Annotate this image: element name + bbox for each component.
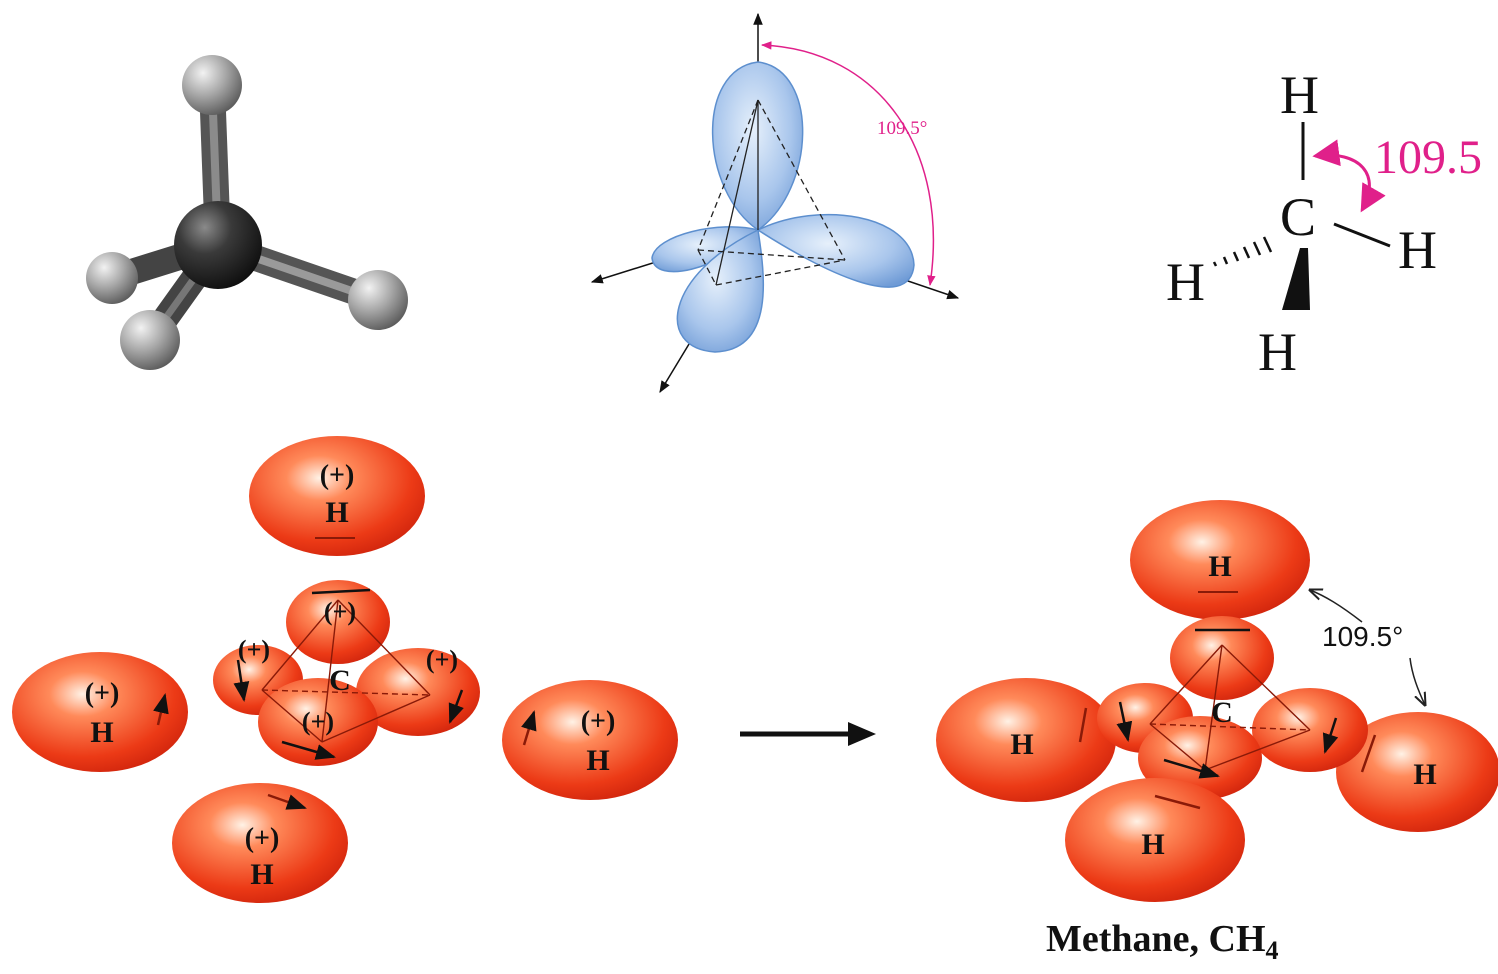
hydrogen-sphere-bottom: (+) H xyxy=(172,783,348,903)
hydrogen-label-right-after: H xyxy=(1413,758,1436,791)
svg-text:H: H xyxy=(90,716,113,749)
hydrogen-label-bottom-after: H xyxy=(1141,828,1164,861)
hydrogen-atom-right xyxy=(348,270,408,330)
spin-arrow xyxy=(1154,794,1201,810)
spin-arrow xyxy=(448,689,464,724)
orbital-overlap-before: (+) H (+) H (+) H (+) H xyxy=(12,436,678,903)
formula-carbon: C xyxy=(1280,187,1316,247)
spin-arrow xyxy=(1078,707,1088,743)
svg-text:(+): (+) xyxy=(245,823,280,854)
hydrogen-sphere-bottom-after xyxy=(1065,778,1245,902)
hydrogen-sphere-right: (+) H xyxy=(502,680,678,800)
hydrogen-atom-front xyxy=(120,310,180,370)
ball-stick-model xyxy=(86,55,408,370)
spin-arrow xyxy=(1360,734,1377,773)
orbital-overlap-after: H H H H C 109.5° xyxy=(936,500,1498,902)
carbon-label-after: C xyxy=(1211,696,1233,729)
spin-arrow xyxy=(281,740,336,760)
formula-hydrogen-bottom: H xyxy=(1258,322,1297,382)
svg-text:(+): (+) xyxy=(581,706,616,737)
hydrogen-sphere-left-after xyxy=(936,678,1116,802)
svg-text:H: H xyxy=(250,858,273,891)
hydrogen-label-left-after: H xyxy=(1010,728,1033,761)
carbon-sp3-lobes: (+) (+) (+) (+) C xyxy=(213,580,480,766)
angle-arrow-lower xyxy=(1409,657,1425,705)
spin-arrow xyxy=(1163,758,1220,779)
formula-angle-label: 109.5 xyxy=(1374,131,1482,184)
formula-hydrogen-top: H xyxy=(1280,65,1319,125)
tetrahedron-frame-after xyxy=(1149,644,1311,771)
hydrogen-atom-top xyxy=(182,55,242,115)
hashed-wedge-bond xyxy=(1212,236,1273,267)
spin-arrow xyxy=(1116,701,1133,742)
spin-arrow xyxy=(1322,717,1339,754)
right-arrow-icon xyxy=(740,722,876,746)
svg-text:H: H xyxy=(325,496,348,529)
caption-name: Methane, CH xyxy=(1046,918,1266,960)
formula-hydrogen-right: H xyxy=(1398,220,1437,280)
svg-text:H: H xyxy=(586,744,609,777)
carbon-lobe-top xyxy=(286,580,390,664)
carbon-atom xyxy=(174,201,262,289)
hydrogen-sphere-left: (+) H xyxy=(12,652,188,772)
angle-label: 109.5° xyxy=(877,118,927,139)
hydrogen-sphere-right-after xyxy=(1336,712,1498,832)
hydrogen-sphere-top: (+) H xyxy=(249,436,425,556)
bond-right-line xyxy=(1333,222,1391,248)
sp3-orbital-diagram: 109.5° xyxy=(590,12,960,394)
structural-formula: H C H H H 109.5 xyxy=(1166,65,1482,382)
formula-hydrogen-left: H xyxy=(1166,252,1205,312)
svg-text:(+): (+) xyxy=(238,635,270,664)
svg-text:(+): (+) xyxy=(85,678,120,709)
orbital-lobe-right xyxy=(756,213,915,288)
spin-arrow xyxy=(311,588,371,595)
angle-arc xyxy=(760,41,936,287)
svg-text:(+): (+) xyxy=(302,707,334,736)
svg-text:(+): (+) xyxy=(320,460,355,491)
angle-arrow-upper xyxy=(1310,590,1363,623)
carbon-label-before: C xyxy=(329,664,351,697)
caption-subscript: 4 xyxy=(1265,936,1279,965)
angle-label-after: 109.5° xyxy=(1322,621,1403,652)
svg-text:(+): (+) xyxy=(426,645,458,674)
solid-wedge-bond xyxy=(1282,248,1310,310)
hydrogen-atom-left xyxy=(86,252,138,304)
formula-angle-arrow xyxy=(1312,139,1386,213)
hydrogen-label-top-after: H xyxy=(1208,550,1231,583)
molecule-caption: Methane, CH4 xyxy=(1046,916,1426,965)
hydrogen-sphere-top-after xyxy=(1130,500,1310,620)
svg-text:(+): (+) xyxy=(324,597,356,626)
carbon-lobe-top-after xyxy=(1170,616,1274,700)
spin-arrow xyxy=(233,659,250,702)
